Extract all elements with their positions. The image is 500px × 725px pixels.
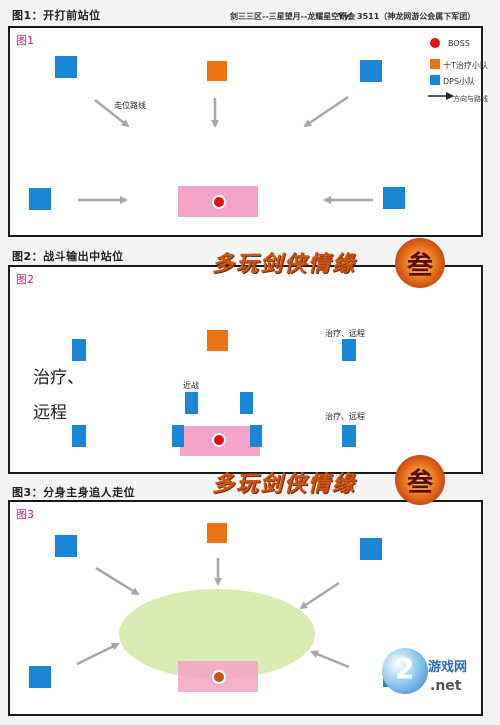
dps-square xyxy=(55,56,77,78)
fig1-title: 图1：开打前站位 xyxy=(12,9,101,22)
heal-ranged-label: 治疗、远程 xyxy=(325,329,365,338)
site-name: 游戏网 xyxy=(428,660,468,675)
dps-square xyxy=(185,392,198,414)
arrow-icon xyxy=(76,558,350,669)
heal-square xyxy=(207,330,228,351)
server-info: 剑三三区--三星望月--龙耀星空研会 xyxy=(230,12,356,21)
site-logo-icon xyxy=(382,648,428,694)
dps-square xyxy=(240,392,253,414)
legend-boss-label: BOSS xyxy=(448,39,470,48)
arrow-icon xyxy=(78,95,373,204)
site-number: 2 xyxy=(395,652,415,685)
boss-marker xyxy=(212,670,226,684)
dps-square xyxy=(360,538,382,560)
site-domain: .net xyxy=(430,678,462,694)
legend-heal-label: 十T治疗小队 xyxy=(443,61,488,70)
game-logo: 多玩剑侠情缘 xyxy=(212,471,357,497)
boss-marker xyxy=(212,195,226,209)
seal-emblem: 叁 xyxy=(395,455,445,505)
legend-dps-icon xyxy=(430,75,440,85)
dps-square xyxy=(342,425,356,447)
dps-square xyxy=(342,339,356,361)
dps-square xyxy=(250,425,262,447)
fig2-title: 图2：战斗输出中站位 xyxy=(12,250,124,263)
legend-heal-icon xyxy=(430,59,440,69)
dps-square xyxy=(360,60,382,82)
dps-square xyxy=(29,666,51,688)
panel-id: 图2 xyxy=(16,273,34,286)
dps-square xyxy=(72,425,86,447)
panel-id: 图3 xyxy=(16,508,34,521)
heal-ranged-label: 治疗、远程 xyxy=(325,412,365,421)
panel-id: 图1 xyxy=(16,34,34,47)
dps-square xyxy=(383,187,405,209)
heal-ranged-label: 治疗、 xyxy=(33,368,84,388)
boss-marker xyxy=(212,433,226,447)
game-logo: 多玩剑侠情缘 xyxy=(212,251,357,277)
melee-label: 近战 xyxy=(183,381,199,390)
dps-square xyxy=(55,535,77,557)
heal-square xyxy=(207,523,227,543)
seal-emblem: 叁 xyxy=(395,238,445,288)
legend-arrow-label: 方向与路线 xyxy=(453,95,488,103)
dps-square xyxy=(29,188,51,210)
yy-info: Yy：3511（神龙网游公会属下军团） xyxy=(338,12,476,21)
legend-boss-icon xyxy=(430,38,440,48)
legend-dps-label: DPS小队 xyxy=(443,77,476,86)
dps-square xyxy=(72,339,86,361)
route-label: 走位路线 xyxy=(114,101,146,110)
heal-square xyxy=(207,61,227,81)
heal-ranged-label: 远程 xyxy=(33,403,67,423)
fig3-title: 图3：分身主身追人走位 xyxy=(12,486,136,499)
dps-square xyxy=(172,425,184,447)
